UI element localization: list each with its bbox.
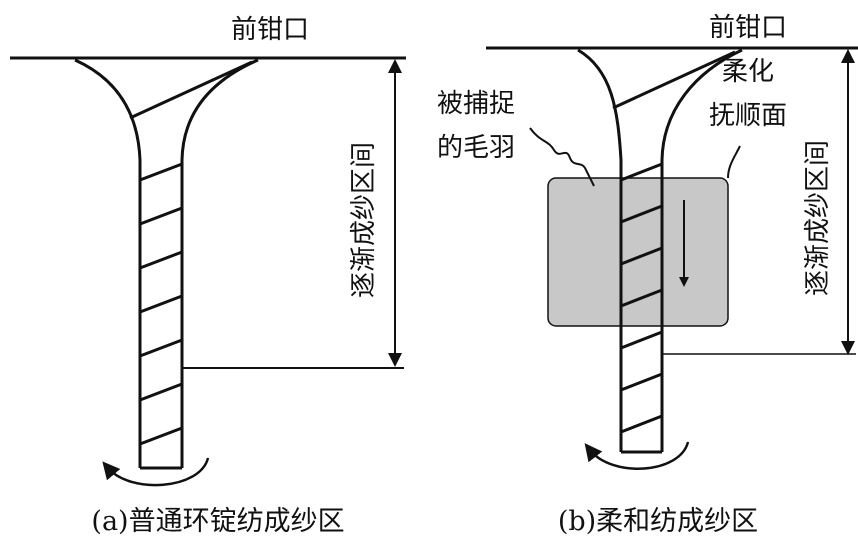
caption-b: (b)柔和纺成纱区 xyxy=(558,506,758,537)
softening-surface-label-line2: 抚顺面 xyxy=(709,101,787,131)
softening-surface xyxy=(547,177,729,327)
panel-a: 前钳口 逐渐成纱区间 (a)普通环锭纺成纱区 xyxy=(10,15,406,537)
captured-hair-label-line1: 被捕捉 xyxy=(437,89,515,119)
gradual-yarn-zone-label: 逐渐成纱区间 xyxy=(349,142,379,298)
front-nip-label: 前钳口 xyxy=(231,15,309,45)
rotation-arrow xyxy=(584,441,690,470)
captured-hair-label-line2: 的毛羽 xyxy=(437,133,515,163)
yarn-triangle xyxy=(577,48,743,454)
yarn-twist-hatching xyxy=(620,162,663,434)
yarn-triangle xyxy=(74,58,259,470)
softening-surface-leader xyxy=(727,145,741,179)
yarn-twist-hatching xyxy=(139,162,183,446)
caption-a: (a)普通环锭纺成纱区 xyxy=(91,506,344,537)
softening-surface-label-line1: 柔化 xyxy=(722,57,774,87)
rotation-arrow xyxy=(102,457,210,487)
panel-b: 前钳口 被捕捉 的毛羽 柔化 抚顺面 逐渐成纱区间 xyxy=(437,13,858,537)
captured-hair-fiber xyxy=(529,127,595,187)
front-nip-label: 前钳口 xyxy=(709,13,787,43)
gradual-yarn-zone-label: 逐渐成纱区间 xyxy=(803,140,833,296)
